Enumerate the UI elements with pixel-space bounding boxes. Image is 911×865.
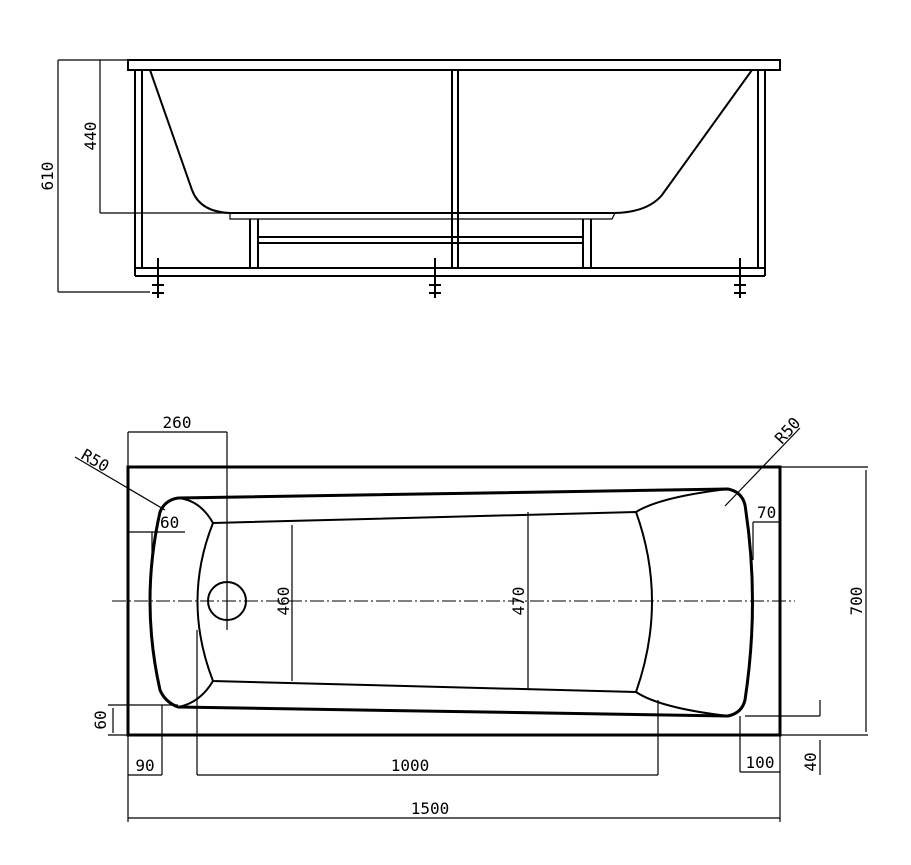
dimension-610: 610	[38, 59, 150, 293]
dimension-40: 40	[745, 700, 821, 775]
dimension-460: 460	[274, 525, 293, 681]
dim-inner-width-right: 470	[509, 587, 528, 616]
dimension-470: 470	[509, 587, 528, 616]
dimension-90: 90	[128, 705, 163, 776]
dim-floor-length: 1000	[391, 756, 430, 775]
dimension-100: 100	[739, 716, 780, 773]
dim-rim-left-end: 90	[135, 756, 154, 775]
dimension-440: 440	[81, 60, 230, 214]
dimension-60-top-left: 60	[128, 513, 185, 560]
adjustable-feet	[152, 258, 746, 298]
tub-rim	[127, 59, 781, 71]
dimension-70: 70	[752, 503, 780, 560]
dim-headrest-inset-left: 60	[160, 513, 179, 532]
plan-view: 260 R50 60 R50 70 460 470 60	[74, 413, 868, 822]
basin-floor	[196, 510, 653, 694]
dimension-700: 700	[780, 466, 868, 736]
dimension-260: 260	[127, 413, 227, 467]
dim-overall-length: 1500	[411, 799, 450, 818]
tub-shell	[149, 69, 753, 214]
support-frame	[134, 70, 766, 277]
dim-tub-depth: 440	[81, 122, 100, 151]
dim-corner-radius-left: R50	[78, 445, 113, 476]
headrest-left-lines	[177, 497, 214, 708]
dim-corner-radius-right: R50	[771, 413, 804, 447]
dimension-1000: 1000	[196, 630, 659, 776]
dim-rim-offset-side: 40	[801, 752, 820, 771]
dim-headrest-inset-right: 70	[757, 503, 776, 522]
side-view: 610 440	[38, 59, 781, 298]
dim-overall-height: 610	[38, 162, 57, 191]
basin-outline	[148, 487, 754, 718]
headrest-right-lines	[635, 488, 729, 717]
dim-rim-right-end: 100	[746, 753, 775, 772]
dim-drain-offset: 260	[163, 413, 192, 432]
dimension-60-side: 60	[91, 704, 178, 736]
tub-floor	[229, 212, 616, 220]
dimension-1500: 1500	[127, 735, 781, 822]
dim-inner-width-left: 460	[274, 587, 293, 616]
dimension-r50-left: R50	[74, 445, 166, 511]
dim-overall-width: 700	[847, 587, 866, 616]
dim-rim-width-side: 60	[91, 710, 110, 729]
